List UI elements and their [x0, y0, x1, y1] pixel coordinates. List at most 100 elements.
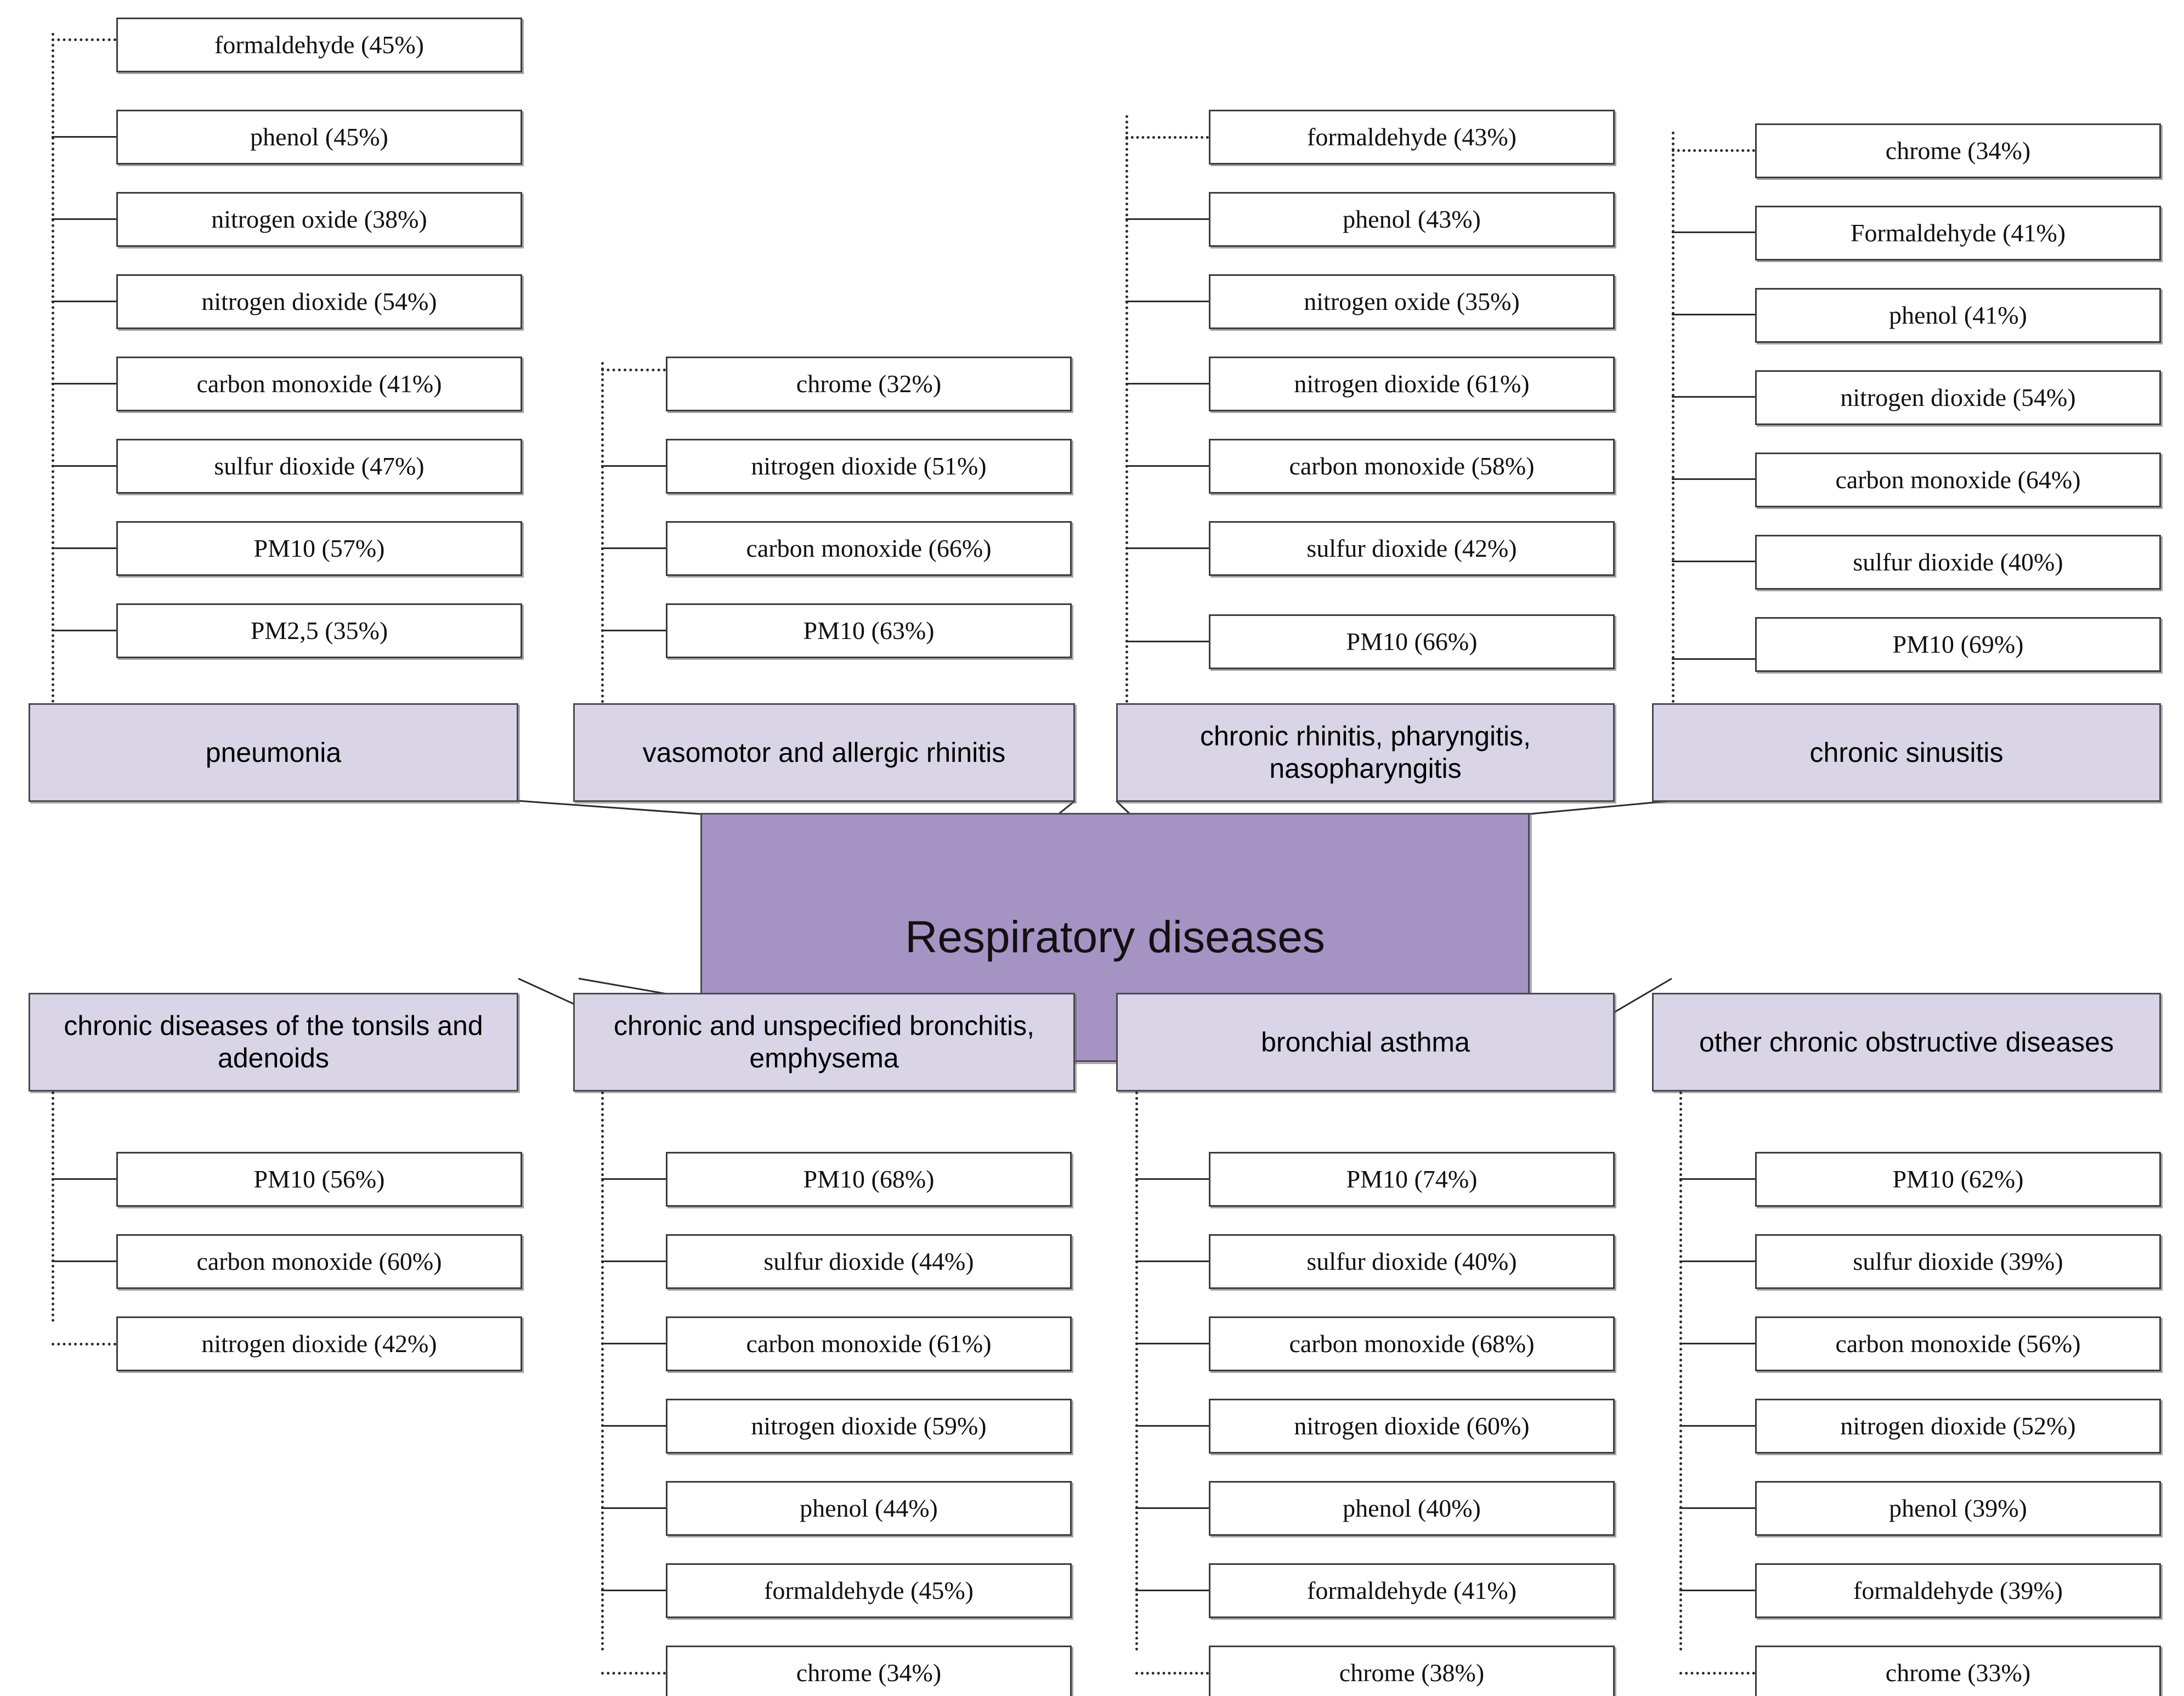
factor-box[interactable]: PM10 (63%) [666, 603, 1072, 658]
disease-label: chronic diseases of the tonsils and aden… [64, 1010, 483, 1073]
connector-other-chronic-3 [1679, 1425, 1755, 1427]
factor-label: phenol (43%) [1343, 205, 1481, 233]
factor-box[interactable]: nitrogen dioxide (42%) [116, 1316, 522, 1371]
factor-box[interactable]: PM2,5 (35%) [116, 603, 522, 658]
factor-box[interactable]: phenol (40%) [1209, 1481, 1615, 1536]
factor-box[interactable]: chrome (34%) [666, 1646, 1072, 1696]
factor-box[interactable]: carbon monoxide (68%) [1209, 1316, 1615, 1371]
factor-box[interactable]: nitrogen dioxide (60%) [1209, 1399, 1615, 1454]
factor-box[interactable]: nitrogen dioxide (61%) [1209, 357, 1615, 411]
factor-label: formaldehyde (45%) [764, 1576, 974, 1604]
factor-label: formaldehyde (43%) [1307, 122, 1517, 151]
factor-label: nitrogen dioxide (52%) [1840, 1411, 2076, 1440]
connector-bronchitis-3 [601, 1425, 666, 1427]
disease-node-bronchial-asthma[interactable]: bronchial asthma [1116, 993, 1615, 1092]
factor-box[interactable]: chrome (33%) [1755, 1646, 2161, 1696]
disease-node-chronic-unspecified-bronchitis-emphysema[interactable]: chronic and unspecified bronchitis, emph… [573, 993, 1075, 1092]
connector-pneumonia-1 [52, 136, 116, 138]
connector-chronic-sinusitis-4 [1672, 478, 1755, 480]
factor-box[interactable]: nitrogen dioxide (54%) [116, 274, 522, 329]
factor-box[interactable]: phenol (45%) [116, 110, 522, 165]
connector-other-chronic-5 [1679, 1590, 1755, 1591]
factor-label: nitrogen dioxide (51%) [751, 451, 987, 480]
factor-label: carbon monoxide (64%) [1835, 465, 2081, 494]
factor-label: chrome (33%) [1885, 1658, 2031, 1687]
factor-label: phenol (39%) [1889, 1494, 2027, 1522]
connector-chronic-rhinitis-3 [1125, 383, 1209, 385]
factor-label: sulfur dioxide (47%) [214, 451, 425, 480]
factor-label: nitrogen dioxide (54%) [201, 287, 437, 315]
factor-box[interactable]: PM10 (62%) [1755, 1152, 2161, 1207]
factor-box[interactable]: nitrogen dioxide (54%) [1755, 370, 2161, 425]
factor-label: chrome (34%) [1885, 136, 2031, 165]
factor-label: carbon monoxide (58%) [1289, 451, 1535, 480]
factor-box[interactable]: Formaldehyde (41%) [1755, 206, 2161, 261]
connector-pneumonia-7 [52, 630, 116, 631]
factor-box[interactable]: PM10 (69%) [1755, 617, 2161, 672]
connector-chronic-rhinitis-2 [1125, 301, 1209, 302]
disease-node-chronic-rhinitis-pharyngitis-nasopharyngitis[interactable]: chronic rhinitis, pharyngitis, nasophary… [1116, 703, 1615, 802]
factor-box[interactable]: nitrogen dioxide (51%) [666, 439, 1072, 494]
factor-box[interactable]: phenol (44%) [666, 1481, 1072, 1536]
factor-label: PM10 (62%) [1892, 1164, 2024, 1193]
factor-box[interactable]: sulfur dioxide (42%) [1209, 521, 1615, 576]
connector-bronchitis-6 [601, 1672, 666, 1675]
disease-node-other-chronic-obstructive-diseases[interactable]: other chronic obstructive diseases [1652, 993, 2161, 1092]
factor-box[interactable]: nitrogen oxide (35%) [1209, 274, 1615, 329]
disease-label: bronchial asthma [1261, 1026, 1470, 1058]
factor-box[interactable]: sulfur dioxide (40%) [1209, 1234, 1615, 1289]
factor-box[interactable]: sulfur dioxide (47%) [116, 439, 522, 494]
connector-asthma-2 [1135, 1343, 1209, 1344]
connector-chronic-sinusitis-6 [1672, 658, 1755, 660]
factor-box[interactable]: formaldehyde (45%) [116, 18, 522, 72]
factor-box[interactable]: formaldehyde (39%) [1755, 1563, 2161, 1618]
factor-box[interactable]: phenol (43%) [1209, 192, 1615, 247]
factor-box[interactable]: carbon monoxide (58%) [1209, 439, 1615, 494]
factor-box[interactable]: sulfur dioxide (44%) [666, 1234, 1072, 1289]
factor-box[interactable]: carbon monoxide (41%) [116, 357, 522, 411]
factor-box[interactable]: sulfur dioxide (40%) [1755, 535, 2161, 590]
factor-box[interactable]: PM10 (57%) [116, 521, 522, 576]
disease-node-vasomotor-allergic-rhinitis[interactable]: vasomotor and allergic rhinitis [573, 703, 1075, 802]
disease-label: pneumonia [205, 737, 342, 768]
factor-box[interactable]: nitrogen dioxide (59%) [666, 1399, 1072, 1454]
factor-label: nitrogen dioxide (59%) [751, 1411, 987, 1440]
factor-label: nitrogen oxide (38%) [211, 205, 427, 233]
connector-other-chronic-4 [1679, 1507, 1755, 1509]
connector-vasomotor-1 [601, 465, 666, 467]
connector-bronchitis-0 [601, 1178, 666, 1180]
factor-box[interactable]: carbon monoxide (64%) [1755, 453, 2161, 507]
spine-chronic-rhinitis [1125, 115, 1128, 703]
factor-box[interactable]: carbon monoxide (56%) [1755, 1316, 2161, 1371]
factor-box[interactable]: PM10 (56%) [116, 1152, 522, 1207]
factor-label: carbon monoxide (60%) [196, 1247, 442, 1275]
connector-other-chronic-0 [1679, 1178, 1755, 1180]
factor-box[interactable]: nitrogen dioxide (52%) [1755, 1399, 2161, 1454]
factor-box[interactable]: carbon monoxide (61%) [666, 1316, 1072, 1371]
factor-box[interactable]: nitrogen oxide (38%) [116, 192, 522, 247]
factor-box[interactable]: PM10 (74%) [1209, 1152, 1615, 1207]
factor-box[interactable]: chrome (38%) [1209, 1646, 1615, 1696]
factor-box[interactable]: PM10 (68%) [666, 1152, 1072, 1207]
factor-box[interactable]: chrome (34%) [1755, 123, 2161, 178]
factor-box[interactable]: chrome (32%) [666, 357, 1072, 411]
factor-box[interactable]: carbon monoxide (60%) [116, 1234, 522, 1289]
disease-node-chronic-diseases-tonsils-adenoids[interactable]: chronic diseases of the tonsils and aden… [29, 993, 518, 1092]
factor-box[interactable]: formaldehyde (41%) [1209, 1563, 1615, 1618]
factor-box[interactable]: formaldehyde (45%) [666, 1563, 1072, 1618]
factor-box[interactable]: PM10 (66%) [1209, 614, 1615, 669]
disease-node-pneumonia[interactable]: pneumonia [29, 703, 518, 802]
connector-tonsils-2 [52, 1343, 116, 1346]
connector-pneumonia-2 [52, 218, 116, 220]
disease-label: chronic sinusitis [1809, 737, 2004, 768]
factor-box[interactable]: carbon monoxide (66%) [666, 521, 1072, 576]
factor-box[interactable]: phenol (39%) [1755, 1481, 2161, 1536]
factor-box[interactable]: sulfur dioxide (39%) [1755, 1234, 2161, 1289]
factor-box[interactable]: phenol (41%) [1755, 288, 2161, 343]
disease-label: vasomotor and allergic rhinitis [642, 737, 1006, 768]
disease-node-chronic-sinusitis[interactable]: chronic sinusitis [1652, 703, 2161, 802]
factor-label: PM10 (57%) [253, 534, 385, 562]
factor-box[interactable]: formaldehyde (43%) [1209, 110, 1615, 165]
connector-other-chronic-1 [1679, 1260, 1755, 1262]
factor-label: PM10 (69%) [1892, 630, 2024, 658]
